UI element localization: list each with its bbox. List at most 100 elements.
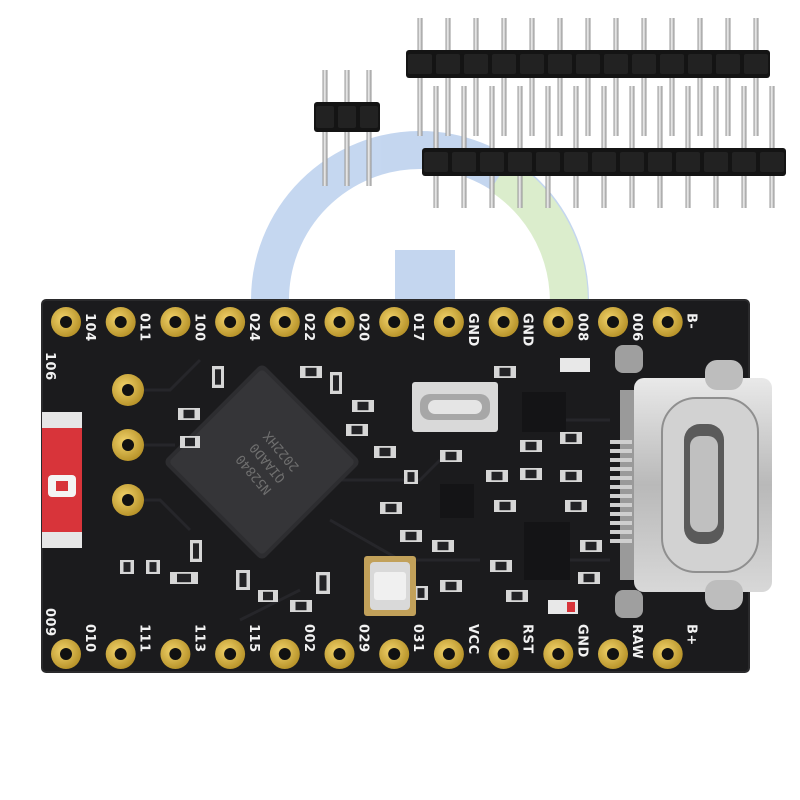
smd-body — [305, 367, 317, 377]
bottom-pin-label: 029 — [356, 624, 371, 653]
smd-body — [295, 601, 307, 611]
usb-pin — [610, 449, 632, 453]
bottom-pad-hole — [114, 648, 127, 660]
small-ic — [440, 484, 474, 518]
top-pad-hole — [388, 316, 401, 328]
smd-body — [379, 447, 391, 457]
header-segment — [536, 152, 560, 172]
smd-body — [491, 471, 503, 481]
side-label-top: 106 — [42, 352, 57, 381]
smd-body — [385, 503, 397, 513]
top-pad-hole — [661, 316, 674, 328]
bottom-pin-label: RAW — [629, 624, 644, 659]
bottom-pad-hole — [60, 648, 72, 660]
top-pin-pads — [51, 307, 683, 337]
smd-body — [149, 562, 157, 572]
top-pin-label: GND — [465, 313, 480, 347]
bottom-pad-hole — [552, 648, 565, 660]
top-pin-label: 017 — [410, 313, 425, 342]
smd-body — [445, 451, 457, 461]
usb-pin — [610, 521, 632, 525]
smd-body — [565, 471, 577, 481]
top-pad-hole — [60, 316, 72, 328]
header-segment — [564, 152, 588, 172]
header-segment — [338, 106, 356, 128]
side-pad-hole — [122, 384, 134, 396]
bottom-pin-label: 010 — [82, 624, 97, 653]
top-pad-hole — [442, 316, 455, 328]
smd-body — [183, 409, 195, 419]
header-pin — [433, 86, 439, 208]
top-pin-label: GND — [520, 313, 535, 347]
header-pin — [769, 86, 775, 208]
top-pin-label: B- — [684, 313, 699, 329]
header-segment — [436, 54, 460, 74]
header-segment — [620, 152, 644, 172]
header-segment — [760, 152, 784, 172]
header-pin — [573, 86, 579, 208]
bottom-pin-label: 031 — [410, 624, 425, 653]
crystal-top — [412, 382, 498, 432]
usb-pin — [610, 485, 632, 489]
smd-body — [215, 369, 221, 385]
bottom-pin-label: 113 — [191, 624, 206, 653]
header-segment — [316, 106, 334, 128]
bottom-pin-label: B+ — [684, 624, 699, 646]
smd-body — [570, 501, 582, 511]
status-led — [560, 358, 590, 372]
header-pin — [685, 86, 691, 208]
header-pin — [517, 86, 523, 208]
long-pin-header-top — [406, 18, 770, 136]
bottom-pin-label: GND — [574, 624, 589, 658]
top-pin-label: 020 — [356, 313, 371, 342]
smd-body — [495, 561, 507, 571]
smd-body — [357, 401, 369, 411]
short-pin-header — [314, 70, 380, 186]
bottom-pin-label: RST — [520, 624, 535, 654]
header-segment — [660, 54, 684, 74]
header-pin — [601, 86, 607, 208]
smd-body — [585, 541, 597, 551]
bottom-pad-hole — [388, 648, 401, 660]
smd-body — [499, 501, 511, 511]
top-pad-hole — [333, 316, 346, 328]
smd-body — [351, 425, 363, 435]
smd-body — [123, 562, 131, 572]
header-pin — [489, 86, 495, 208]
smd-body — [583, 573, 595, 583]
top-pad-hole — [278, 316, 291, 328]
top-pin-label: 006 — [629, 313, 644, 342]
long-pin-header-bottom — [422, 86, 786, 208]
header-segment — [604, 54, 628, 74]
usb-c-connector — [610, 378, 772, 592]
usb-signal-pins — [610, 440, 632, 543]
usb-pin — [610, 440, 632, 444]
smd-body — [333, 375, 339, 391]
usb-pin — [610, 539, 632, 543]
usb-pin — [610, 494, 632, 498]
smd-body — [417, 588, 425, 598]
bottom-pad-hole — [333, 648, 346, 660]
top-pin-label: 100 — [191, 313, 206, 342]
smd-body — [319, 575, 327, 591]
top-pad-hole — [607, 316, 619, 328]
header-segment — [452, 152, 476, 172]
header-pin — [713, 86, 719, 208]
pcb-board: N52840 QIAAD0 2022HX — [41, 299, 772, 673]
smd-body — [185, 437, 195, 447]
header-segment — [408, 54, 432, 74]
usb-pin — [610, 467, 632, 471]
header-segment — [424, 152, 448, 172]
header-segment — [688, 54, 712, 74]
smd-body — [177, 573, 191, 583]
header-pin — [545, 86, 551, 208]
bottom-pin-label: 002 — [301, 624, 316, 653]
top-pad-hole — [114, 316, 127, 328]
top-pad-hole — [169, 316, 182, 328]
bottom-pad-hole — [661, 648, 674, 660]
usb-pin — [610, 476, 632, 480]
bottom-pin-label: 111 — [137, 624, 152, 653]
battery-connector — [42, 412, 82, 548]
